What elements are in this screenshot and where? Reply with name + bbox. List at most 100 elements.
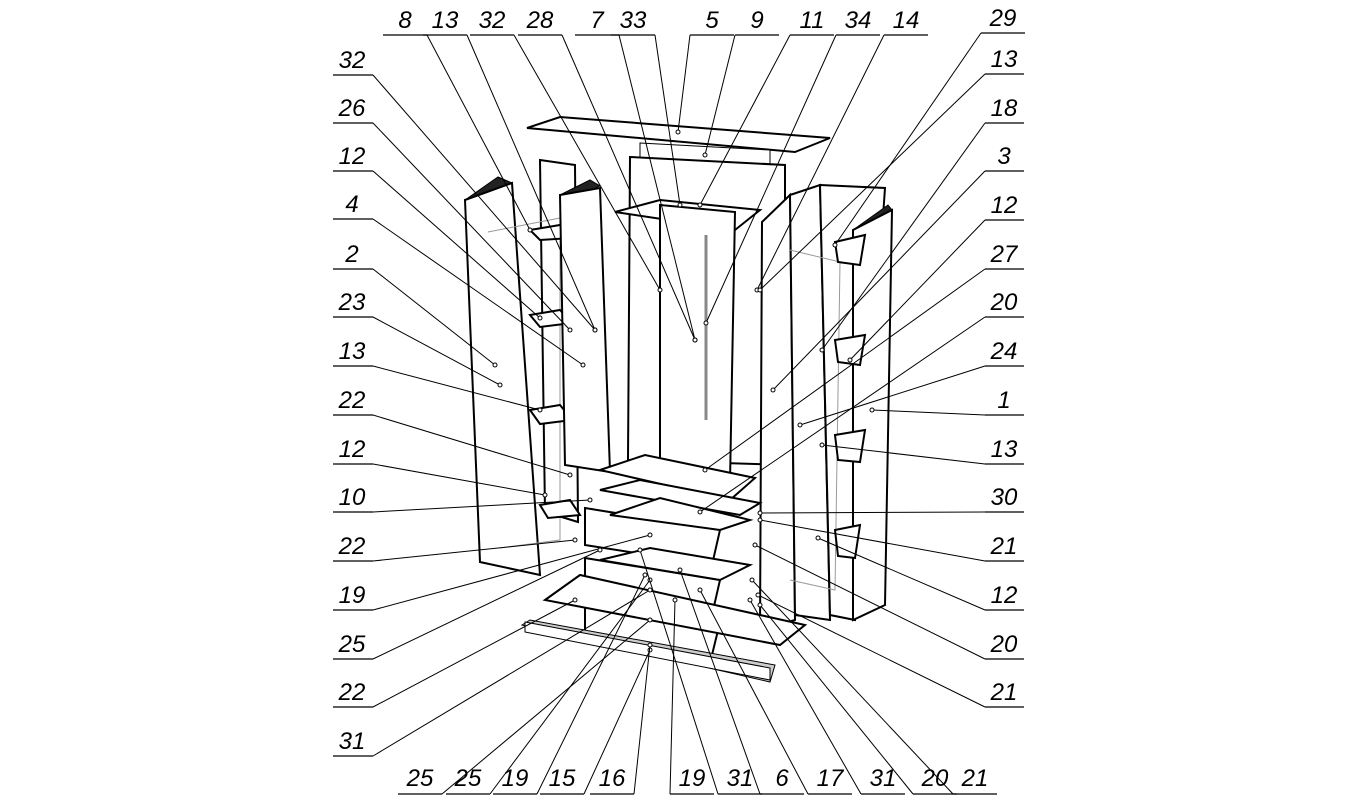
part-label-top-8: 11: [697, 7, 834, 208]
leader-line: [821, 122, 986, 351]
leader-line: [633, 644, 651, 795]
leader-line: [372, 268, 496, 366]
part-label-right-11: 12: [815, 535, 1024, 611]
leader-dot: [657, 287, 663, 293]
leader-dot: [847, 357, 853, 363]
part-label-right-13: 21: [755, 592, 1024, 708]
part-label-bottom-3: 15: [540, 647, 653, 795]
leader-line: [705, 34, 837, 324]
part-number: 10: [339, 484, 366, 511]
leader-dot: [677, 567, 683, 573]
leader-line: [699, 34, 791, 206]
leader-line: [372, 170, 541, 319]
part-number: 19: [679, 765, 706, 792]
leader-line: [849, 219, 986, 361]
leader-line: [372, 316, 501, 386]
part-number: 33: [620, 7, 647, 34]
leader-line: [372, 74, 596, 331]
part-label-top-6: 5: [675, 7, 734, 135]
wardrobe-exploded-view: [463, 115, 894, 683]
leader-dot: [542, 492, 548, 498]
leader-line: [372, 463, 546, 496]
part-label-right-12: 20: [752, 542, 1024, 660]
drawer-top-box: [609, 496, 754, 532]
leader-dot: [702, 152, 708, 158]
part-number: 24: [990, 338, 1018, 365]
leader-line: [536, 574, 646, 795]
part-number: 13: [991, 436, 1018, 463]
leader-line: [426, 34, 531, 231]
part-number: 28: [526, 7, 554, 34]
part-number: 22: [338, 679, 366, 706]
leader-line: [669, 599, 676, 795]
part-number: 21: [990, 679, 1018, 706]
part-label-left-9: 10: [333, 484, 593, 513]
part-label-right-9: 30: [757, 484, 1024, 516]
leader-dot: [752, 542, 758, 548]
part-number: 20: [921, 765, 949, 792]
part-label-right-7: 1: [869, 387, 1024, 416]
part-number: 22: [338, 387, 366, 414]
part-label-left-5: 23: [333, 289, 503, 388]
leader-dot: [587, 497, 593, 503]
part-label-top-3: 28: [518, 7, 698, 343]
leader-dot: [592, 327, 598, 333]
leader-dot: [757, 602, 763, 608]
part-number: 3: [997, 143, 1011, 170]
leader-line: [561, 34, 696, 341]
part-label-left-14: 31: [333, 587, 653, 757]
leader-dot: [567, 472, 573, 478]
part-number: 32: [339, 47, 366, 74]
part-number: 21: [990, 533, 1018, 560]
part-label-left-0: 32: [333, 47, 598, 333]
part-label-left-13: 22: [333, 597, 578, 708]
part-number: 30: [991, 484, 1018, 511]
part-label-top-10: 14: [754, 7, 928, 293]
part-label-left-10: 22: [333, 533, 578, 562]
part-number: 31: [727, 765, 754, 792]
part-number: 31: [870, 765, 897, 792]
part-number: 29: [989, 5, 1017, 32]
part-number: 7: [590, 7, 605, 34]
leader-line: [704, 34, 736, 156]
part-number: 12: [339, 436, 366, 463]
leader-dot: [697, 587, 703, 593]
part-label-top-11: 29: [832, 5, 1025, 248]
part-label-left-11: 19: [333, 532, 653, 611]
leader-dot: [497, 382, 503, 388]
leader-dot: [672, 597, 678, 603]
part-label-right-4: 27: [702, 241, 1024, 473]
leader-line: [372, 534, 651, 611]
leader-dot: [637, 547, 643, 553]
part-label-bottom-6: 31: [637, 547, 762, 795]
part-label-bottom-8: 17: [697, 587, 852, 795]
leader-dot: [675, 129, 681, 135]
leader-line: [759, 73, 986, 291]
part-label-bottom-4: 16: [590, 642, 653, 795]
leader-dot: [692, 337, 698, 343]
leader-line: [817, 537, 986, 611]
part-number: 1: [997, 387, 1010, 414]
leader-dot: [770, 387, 776, 393]
leader-line: [372, 549, 601, 660]
part-number: 31: [339, 728, 366, 755]
leader-line: [372, 599, 576, 708]
part-label-right-10: 21: [757, 517, 1024, 562]
leader-dot: [869, 407, 875, 413]
part-number: 19: [339, 582, 366, 609]
part-number: 13: [432, 7, 459, 34]
left-outer-door: [463, 181, 542, 577]
leader-line: [749, 599, 862, 795]
leader-dot: [642, 572, 648, 578]
leader-dot: [537, 315, 543, 321]
leader-line: [834, 32, 982, 246]
leader-dot: [697, 509, 703, 515]
part-label-right-2: 3: [770, 143, 1024, 393]
part-number: 23: [338, 289, 366, 316]
leader-dot: [537, 407, 543, 413]
part-label-left-8: 12: [333, 436, 548, 498]
leader-line: [699, 316, 986, 513]
leader-dot: [572, 537, 578, 543]
